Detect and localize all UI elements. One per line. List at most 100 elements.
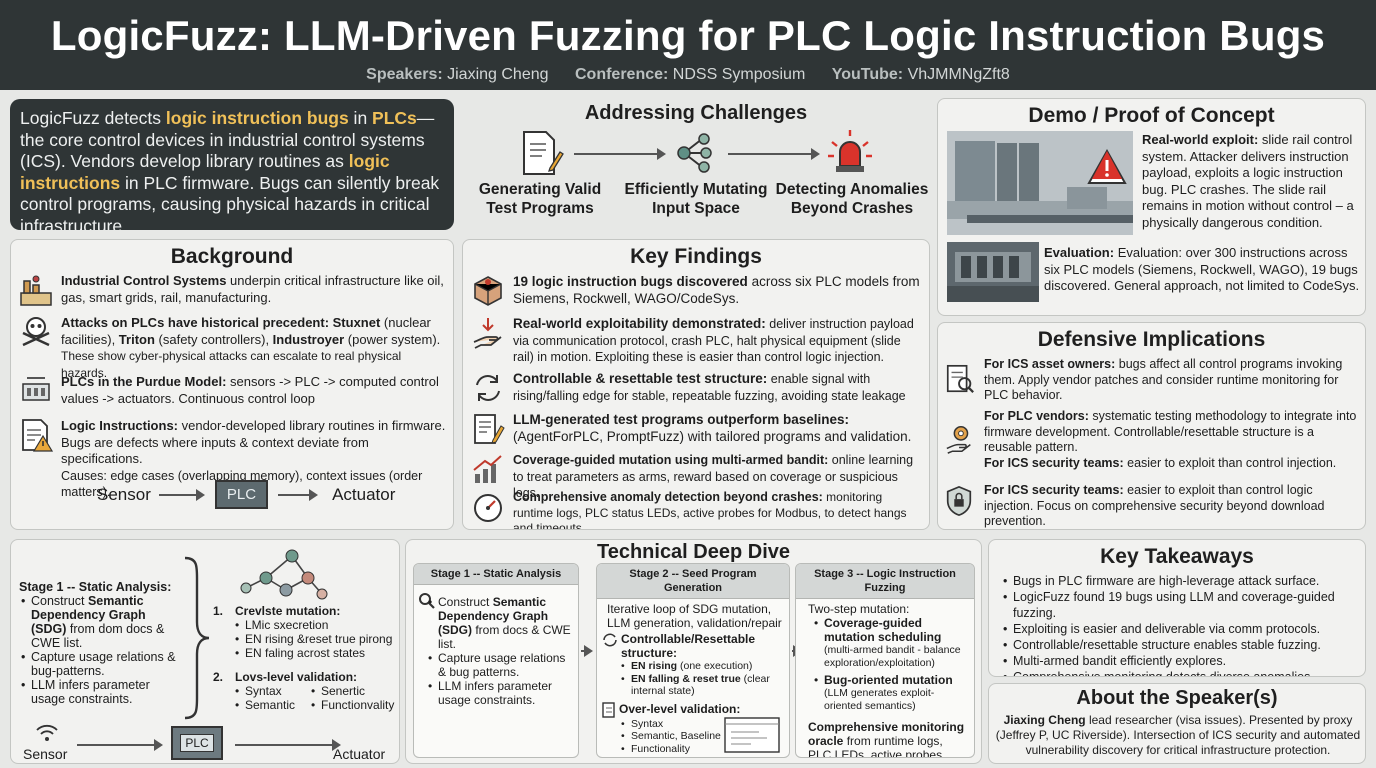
bg-item-note: Bugs are defects where inputs & context …	[61, 434, 369, 467]
network-nodes-icon	[677, 133, 712, 173]
validation-item: Semantic, Baseline	[619, 730, 785, 743]
finding-label: Controllable & resettable test structure…	[513, 371, 768, 386]
takeaway-item: LogicFuzz found 19 bugs using LLM and co…	[1001, 589, 1363, 621]
speaker-panel: About the Speaker(s) Jiaxing Cheng lead …	[988, 683, 1366, 764]
bg-item-label: PLCs in the Purdue Model:	[61, 374, 227, 389]
finding-text: online learning to treat parameters as a…	[513, 453, 914, 500]
header-banner: LogicFuzz: LLM-Driven Fuzzing for PLC Lo…	[0, 0, 1376, 90]
challenge-label: Beyond Crashes	[790, 200, 914, 217]
stage-text: Construct	[438, 595, 493, 609]
challenge-label: Input Space	[652, 200, 740, 217]
evaluation-text: Evaluation: over 300 instructions across…	[1044, 245, 1360, 293]
bg-item-text: (safety controllers),	[154, 331, 273, 347]
mutation-title: Crevlste mutation:	[235, 604, 341, 618]
challenges-title: Addressing Challenges	[584, 102, 808, 124]
skull-crossbones-icon	[22, 317, 50, 347]
stage-label: Bug-oriented mutation	[824, 673, 953, 687]
stage1-header: Stage 1 -- Static Analysis	[414, 564, 578, 585]
stage3-item: Bug-oriented mutation(LLM generates expl…	[812, 673, 970, 712]
bg-item-text: underpin critical infrastructure like oi…	[61, 273, 444, 305]
bug-cube-icon	[474, 276, 502, 306]
defensive-label: For PLC vendors:	[984, 409, 1089, 423]
validation-item: Senertic	[309, 684, 394, 698]
stage1-item: Construct Semantic Dependency Graph (SDG…	[426, 595, 574, 651]
slide-rail-photo	[947, 131, 1133, 235]
cycle-icon	[603, 633, 617, 647]
intro-text: in PLC firmware. Bugs can silently break…	[20, 172, 440, 231]
flow-actuator: Actuator	[332, 484, 396, 504]
search-document-icon	[946, 364, 974, 393]
intro-text: in	[348, 108, 373, 128]
challenge-label: Efficiently Mutating	[624, 181, 768, 198]
defensive-text: easier to exploit than control injection…	[1123, 455, 1337, 470]
diagram-sensor: Sensor	[23, 746, 68, 762]
stage-text: from docs & CWE list.	[438, 623, 571, 651]
evaluation-photo	[947, 242, 1039, 302]
validation-item: Syntax	[233, 684, 309, 698]
youtube-label: YouTube:	[831, 66, 904, 83]
demo-title: Demo / Proof of Concept	[1028, 104, 1275, 127]
bg-item-note: These show cyber-physical attacks can es…	[61, 349, 402, 380]
stage-note: (multi-armed bandit - balance exploratio…	[824, 644, 961, 669]
takeaway-item: Multi-armed bandit efficiently explores.	[1001, 653, 1363, 669]
speaker-name: Jiaxing Cheng	[1003, 713, 1086, 727]
diagram-item-text: Construct	[31, 594, 88, 608]
diagram-actuator: Actuator	[333, 746, 386, 762]
findings-panel: Key Findings 19 logic instruction bugs d…	[462, 239, 930, 530]
challenge-label: Detecting Anomalies	[775, 181, 929, 198]
evaluation-label: Evaluation:	[1044, 245, 1115, 260]
defensive-label: For ICS asset owners:	[984, 357, 1116, 371]
mutation-item: EN faling acrost states	[233, 646, 395, 660]
intro-box: LogicFuzz detects logic instruction bugs…	[10, 99, 454, 230]
finding-text: deliver instruction payload via communic…	[513, 317, 914, 364]
defensive-label: For ICS security teams:	[984, 483, 1124, 497]
stage-label: Semantic Dependency Graph (SDG)	[438, 595, 549, 637]
gear-hand-icon	[946, 426, 971, 454]
stage2-item: EN falling & reset true (clear internal …	[619, 673, 785, 698]
takeaway-item: Bugs in PLC firmware are high-leverage a…	[1001, 573, 1363, 589]
exploit-label: Real-world exploit:	[1142, 132, 1259, 147]
factory-icon	[20, 275, 52, 306]
finding-text: enable signal with rising/falling edge f…	[513, 372, 906, 403]
bg-item-label: Industrial Control Systems	[61, 273, 227, 288]
bg-item-label: Industroyer	[272, 331, 345, 347]
conference-value: NDSS Symposium	[672, 66, 806, 83]
takeaway-item: Exploiting is easier and deliverable via…	[1001, 621, 1363, 637]
bg-item-label: Triton	[118, 331, 155, 347]
intro-text: LogicFuzz detects	[20, 108, 166, 128]
intro-text: —the core control devices in industrial …	[20, 108, 435, 171]
stage2-header: Stage 2 -- Seed Program Generation	[597, 564, 789, 599]
youtube-id: VhJMMNgZft8	[907, 66, 1010, 83]
stage-note: (LLM generates exploit-oriented semantic…	[824, 687, 935, 712]
finding-text: across six PLC models from Siemens, Rock…	[513, 274, 920, 306]
wireless-sensor-icon	[36, 724, 58, 741]
diagram-item-text: from dom docs & CWE list.	[31, 622, 165, 650]
program-pencil-icon	[474, 414, 505, 444]
speaker-bio: lead researcher (visa issues). Presented…	[995, 713, 1361, 757]
diagram-item-label: Semantic Dependency Graph (SDG)	[31, 594, 146, 636]
stage3-intro: Two-step mutation:	[808, 602, 910, 616]
stage-text: LLM infers parameter usage constraints.	[438, 679, 553, 707]
stage-label: EN rising	[631, 660, 678, 672]
finding-text: (AgentForPLC, PromptFuzz) with tailored …	[513, 428, 912, 444]
validation-title: Lovs-level validation:	[235, 670, 358, 684]
finding-label: LLM-generated test programs outperform b…	[513, 412, 850, 427]
findings-title: Key Findings	[630, 245, 762, 268]
defensive-label: For ICS security teams:	[984, 455, 1124, 470]
warning-document-icon	[22, 419, 53, 452]
defensive-text: bugs affect all control programs invokin…	[984, 357, 1343, 402]
stage3-item: Coverage-guided mutation scheduling(mult…	[812, 616, 970, 669]
stage-text: from runtime logs, PLC LEDs, active prob…	[808, 734, 946, 758]
finding-label: Real-world exploitability demonstrated:	[513, 316, 766, 331]
validation-item: Functionality	[619, 743, 785, 756]
diagram-stage-title: Stage 1 -- Static Analysis:	[19, 580, 172, 594]
page-title: LogicFuzz: LLM-Driven Fuzzing for PLC Lo…	[50, 12, 1326, 59]
checklist-icon	[602, 701, 615, 718]
plc-device-icon	[22, 377, 50, 401]
reset-arrows-icon	[476, 375, 500, 401]
finding-text: monitoring runtime logs, PLC status LEDs…	[513, 490, 907, 530]
defensive-text: easier to exploit than control logic inj…	[984, 483, 1325, 528]
diagram-item-text: Capture usage relations & bug-patterns.	[31, 650, 176, 678]
takeaway-item: Controllable/resettable structure enable…	[1001, 637, 1363, 653]
exploit-text: slide rail control system. Attacker deli…	[1142, 132, 1354, 230]
